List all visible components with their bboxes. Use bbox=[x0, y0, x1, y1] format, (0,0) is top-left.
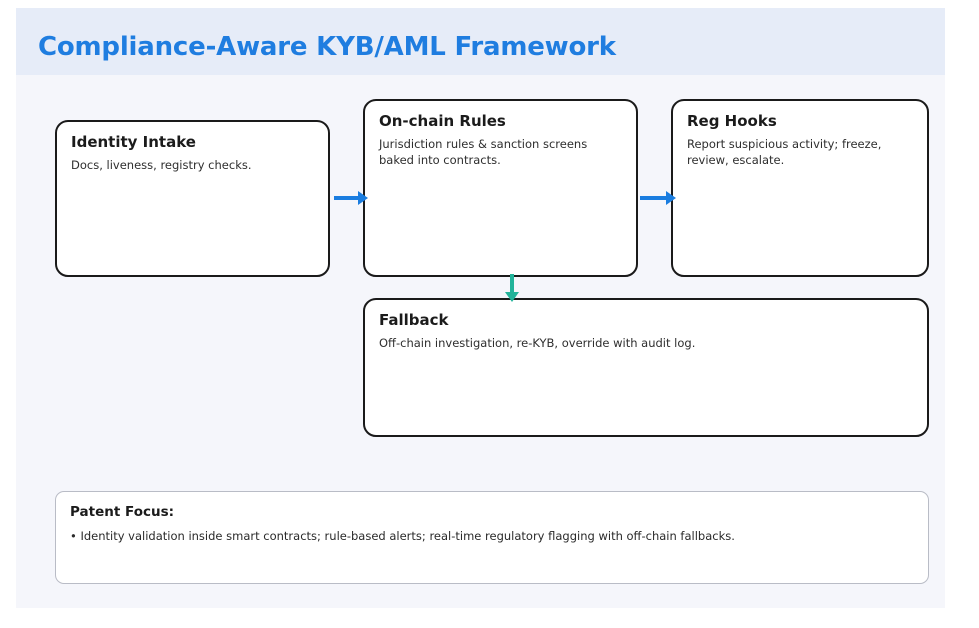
patent-focus-title: Patent Focus: bbox=[70, 504, 175, 520]
arrow-head bbox=[505, 292, 519, 302]
arrow-shaft bbox=[334, 196, 359, 200]
node-title: Reg Hooks bbox=[687, 112, 777, 130]
node-on-chain-rules[interactable]: On-chain Rules Jurisdiction rules & sanc… bbox=[363, 99, 638, 277]
node-reg-hooks[interactable]: Reg Hooks Report suspicious activity; fr… bbox=[671, 99, 929, 277]
node-title: Fallback bbox=[379, 311, 449, 329]
node-description: Jurisdiction rules & sanction screens ba… bbox=[379, 137, 588, 167]
node-identity-intake[interactable]: Identity Intake Docs, liveness, registry… bbox=[55, 120, 330, 277]
patent-focus-bullet: • Identity validation inside smart contr… bbox=[70, 529, 735, 543]
node-description: Report suspicious activity; freeze, revi… bbox=[687, 137, 882, 167]
arrow-right-icon-onchain-to-reghooks bbox=[640, 190, 676, 206]
node-title: On-chain Rules bbox=[379, 112, 506, 130]
arrow-head bbox=[666, 191, 676, 205]
title-band bbox=[16, 8, 945, 75]
arrow-head bbox=[358, 191, 368, 205]
node-description: Off-chain investigation, re-KYB, overrid… bbox=[379, 336, 696, 351]
node-fallback[interactable]: Fallback Off-chain investigation, re-KYB… bbox=[363, 298, 929, 437]
arrow-down-icon-onchain-to-fallback bbox=[504, 274, 520, 302]
slide-canvas: Compliance-Aware KYB/AML Framework Ident… bbox=[16, 8, 945, 608]
arrow-shaft bbox=[510, 274, 514, 293]
page-title: Compliance-Aware KYB/AML Framework bbox=[38, 32, 616, 62]
arrow-shaft bbox=[640, 196, 667, 200]
arrow-right-icon-identity-to-onchain bbox=[334, 190, 368, 206]
patent-focus-panel: Patent Focus: • Identity validation insi… bbox=[55, 491, 929, 584]
node-description: Docs, liveness, registry checks. bbox=[71, 158, 252, 173]
node-title: Identity Intake bbox=[71, 133, 196, 151]
